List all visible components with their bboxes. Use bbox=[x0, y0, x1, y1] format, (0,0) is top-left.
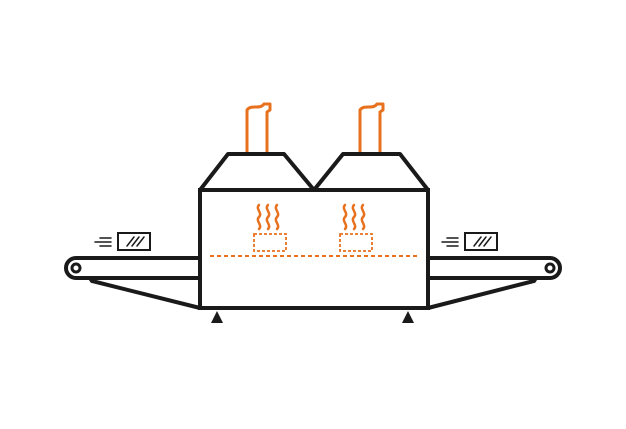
belt-right-loop bbox=[428, 256, 562, 280]
motion-lines-right-icon bbox=[441, 237, 459, 247]
belt-left-loop bbox=[64, 256, 200, 280]
conveyor-belt-left bbox=[64, 256, 201, 310]
chimney-left-icon bbox=[245, 102, 272, 154]
product-box-inside-left bbox=[253, 233, 287, 252]
oven-hoods bbox=[198, 152, 430, 192]
motion-lines-left-icon bbox=[94, 237, 112, 247]
oven-foot-right-icon bbox=[402, 311, 414, 323]
conveyor-belt-right bbox=[427, 256, 562, 310]
product-box-inside-right bbox=[339, 233, 373, 252]
product-box-left-icon bbox=[117, 232, 151, 251]
product-box-right-icon bbox=[464, 232, 498, 251]
belt-right-pulley-icon bbox=[544, 262, 556, 274]
belt-left-pulley-icon bbox=[70, 262, 82, 274]
oven-body-icon bbox=[198, 188, 430, 310]
belt-left-support bbox=[88, 276, 201, 310]
steam-left-icon bbox=[256, 203, 280, 231]
chimney-right-icon bbox=[358, 102, 385, 154]
steam-right-icon bbox=[342, 203, 366, 231]
oven-foot-left-icon bbox=[211, 311, 223, 323]
belt-right-support bbox=[427, 276, 538, 310]
